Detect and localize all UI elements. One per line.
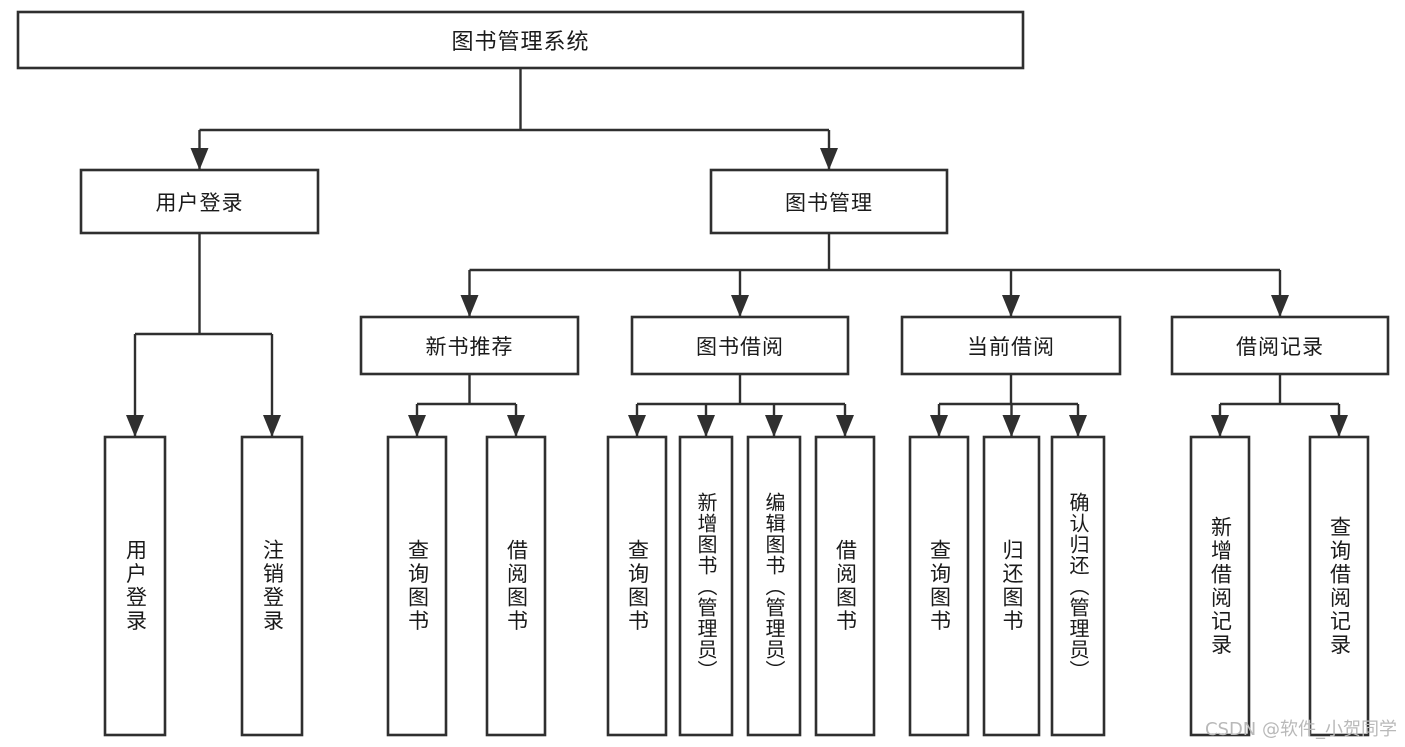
node-label-wrap-new-book-recommend: 新书推荐 xyxy=(361,317,578,374)
bookmgmt-to-level3-arrow-icon-3 xyxy=(1271,295,1289,317)
connector-layer xyxy=(126,68,1348,437)
node-box-root[interactable] xyxy=(16,10,1025,70)
node-box-add-book-admin[interactable] xyxy=(678,435,734,737)
node-box-query-book-1[interactable] xyxy=(386,435,448,737)
node-label-wrap-current-borrow: 当前借阅 xyxy=(902,317,1120,374)
node-label-confirm-return-admin: 确认归还（管理员） xyxy=(1066,491,1090,681)
node-label-wrap-query-book-3: 查询图书 xyxy=(910,437,968,735)
book-borrow-arrow-icon-1 xyxy=(697,415,715,437)
node-box-confirm-return-admin[interactable] xyxy=(1050,435,1106,737)
node-box-current-borrow[interactable] xyxy=(900,315,1122,376)
node-box-user-login-do[interactable] xyxy=(103,435,167,737)
book-borrow-arrow-icon-3 xyxy=(836,415,854,437)
node-label-add-borrow-record: 新增借阅记录 xyxy=(1208,515,1233,657)
node-label-wrap-borrow-book-1: 借阅图书 xyxy=(487,437,545,735)
node-box-book-borrow[interactable] xyxy=(630,315,850,376)
borrow-records-arrow-icon-0 xyxy=(1211,415,1229,437)
node-label-query-book-1: 查询图书 xyxy=(405,539,430,633)
new-book-recommend-arrow-icon-1 xyxy=(507,415,525,437)
node-label-wrap-add-book-admin: 新增图书（管理员） xyxy=(680,437,732,735)
root-to-level2-arrow-icon-0 xyxy=(190,148,209,170)
node-box-layer xyxy=(16,10,1390,737)
node-label-wrap-book-management: 图书管理 xyxy=(711,170,947,233)
node-label-wrap-add-borrow-record: 新增借阅记录 xyxy=(1191,437,1249,735)
node-label-user-logout: 注销登录 xyxy=(260,539,285,633)
new-book-recommend-arrow-icon-0 xyxy=(408,415,426,437)
node-label-book-management: 图书管理 xyxy=(785,190,873,215)
node-label-wrap-query-borrow-record: 查询借阅记录 xyxy=(1310,437,1368,735)
node-box-book-management[interactable] xyxy=(709,168,949,235)
node-label-root: 图书管理系统 xyxy=(451,30,590,55)
node-label-query-book-3: 查询图书 xyxy=(927,539,952,633)
node-label-borrow-book-2: 借阅图书 xyxy=(833,539,858,633)
node-box-query-book-2[interactable] xyxy=(606,435,668,737)
node-box-user-login[interactable] xyxy=(79,168,320,235)
node-label-wrap-borrow-records: 借阅记录 xyxy=(1172,317,1388,374)
node-label-return-book: 归还图书 xyxy=(1000,539,1024,633)
bookmgmt-to-level3-arrow-icon-2 xyxy=(1002,295,1020,317)
node-label-wrap-return-book: 归还图书 xyxy=(984,437,1039,735)
book-borrow-arrow-icon-0 xyxy=(628,415,646,437)
node-label-user-login-do: 用户登录 xyxy=(123,539,148,633)
node-label-wrap-book-borrow: 图书借阅 xyxy=(632,317,848,374)
bookmgmt-to-level3-arrow-icon-1 xyxy=(731,295,749,317)
node-label-wrap-borrow-book-2: 借阅图书 xyxy=(816,437,874,735)
node-label-query-book-2: 查询图书 xyxy=(625,539,650,633)
node-label-wrap-query-book-1: 查询图书 xyxy=(388,437,446,735)
root-to-level2-arrow-icon-1 xyxy=(820,148,838,170)
node-box-query-book-3[interactable] xyxy=(908,435,970,737)
userlogin-arrow-icon-1 xyxy=(263,415,281,437)
node-label-wrap-root: 图书管理系统 xyxy=(18,12,1023,68)
node-box-borrow-book-2[interactable] xyxy=(814,435,876,737)
bookmgmt-to-level3-arrow-icon-0 xyxy=(460,295,479,317)
node-label-add-book-admin: 新增图书（管理员） xyxy=(694,491,718,681)
node-label-edit-book-admin: 编辑图书（管理员） xyxy=(762,491,786,681)
node-label-borrow-records: 借阅记录 xyxy=(1236,334,1324,359)
node-label-book-borrow: 图书借阅 xyxy=(696,334,784,359)
node-box-user-logout[interactable] xyxy=(240,435,304,737)
node-label-wrap-query-book-2: 查询图书 xyxy=(608,437,666,735)
node-label-wrap-user-login: 用户登录 xyxy=(81,170,318,233)
node-box-borrow-book-1[interactable] xyxy=(485,435,547,737)
node-box-query-borrow-record[interactable] xyxy=(1308,435,1370,737)
node-box-add-borrow-record[interactable] xyxy=(1189,435,1251,737)
node-label-user-login: 用户登录 xyxy=(155,190,244,215)
current-borrow-arrow-icon-0 xyxy=(930,415,948,437)
node-label-new-book-recommend: 新书推荐 xyxy=(425,334,514,359)
node-label-wrap-user-logout: 注销登录 xyxy=(242,437,302,735)
node-label-wrap-user-login-do: 用户登录 xyxy=(105,437,165,735)
current-borrow-arrow-icon-2 xyxy=(1069,415,1087,437)
node-label-current-borrow: 当前借阅 xyxy=(967,334,1055,359)
book-borrow-arrow-icon-2 xyxy=(765,415,783,437)
current-borrow-arrow-icon-1 xyxy=(1002,415,1021,437)
node-box-borrow-records[interactable] xyxy=(1170,315,1390,376)
userlogin-arrow-icon-0 xyxy=(126,415,144,437)
node-label-borrow-book-1: 借阅图书 xyxy=(504,539,529,633)
node-box-new-book-recommend[interactable] xyxy=(359,315,580,376)
node-box-edit-book-admin[interactable] xyxy=(746,435,802,737)
node-label-wrap-edit-book-admin: 编辑图书（管理员） xyxy=(748,437,800,735)
node-label-wrap-confirm-return-admin: 确认归还（管理员） xyxy=(1052,437,1104,735)
node-label-query-borrow-record: 查询借阅记录 xyxy=(1327,515,1352,657)
borrow-records-arrow-icon-1 xyxy=(1330,415,1348,437)
node-box-return-book[interactable] xyxy=(982,435,1041,737)
